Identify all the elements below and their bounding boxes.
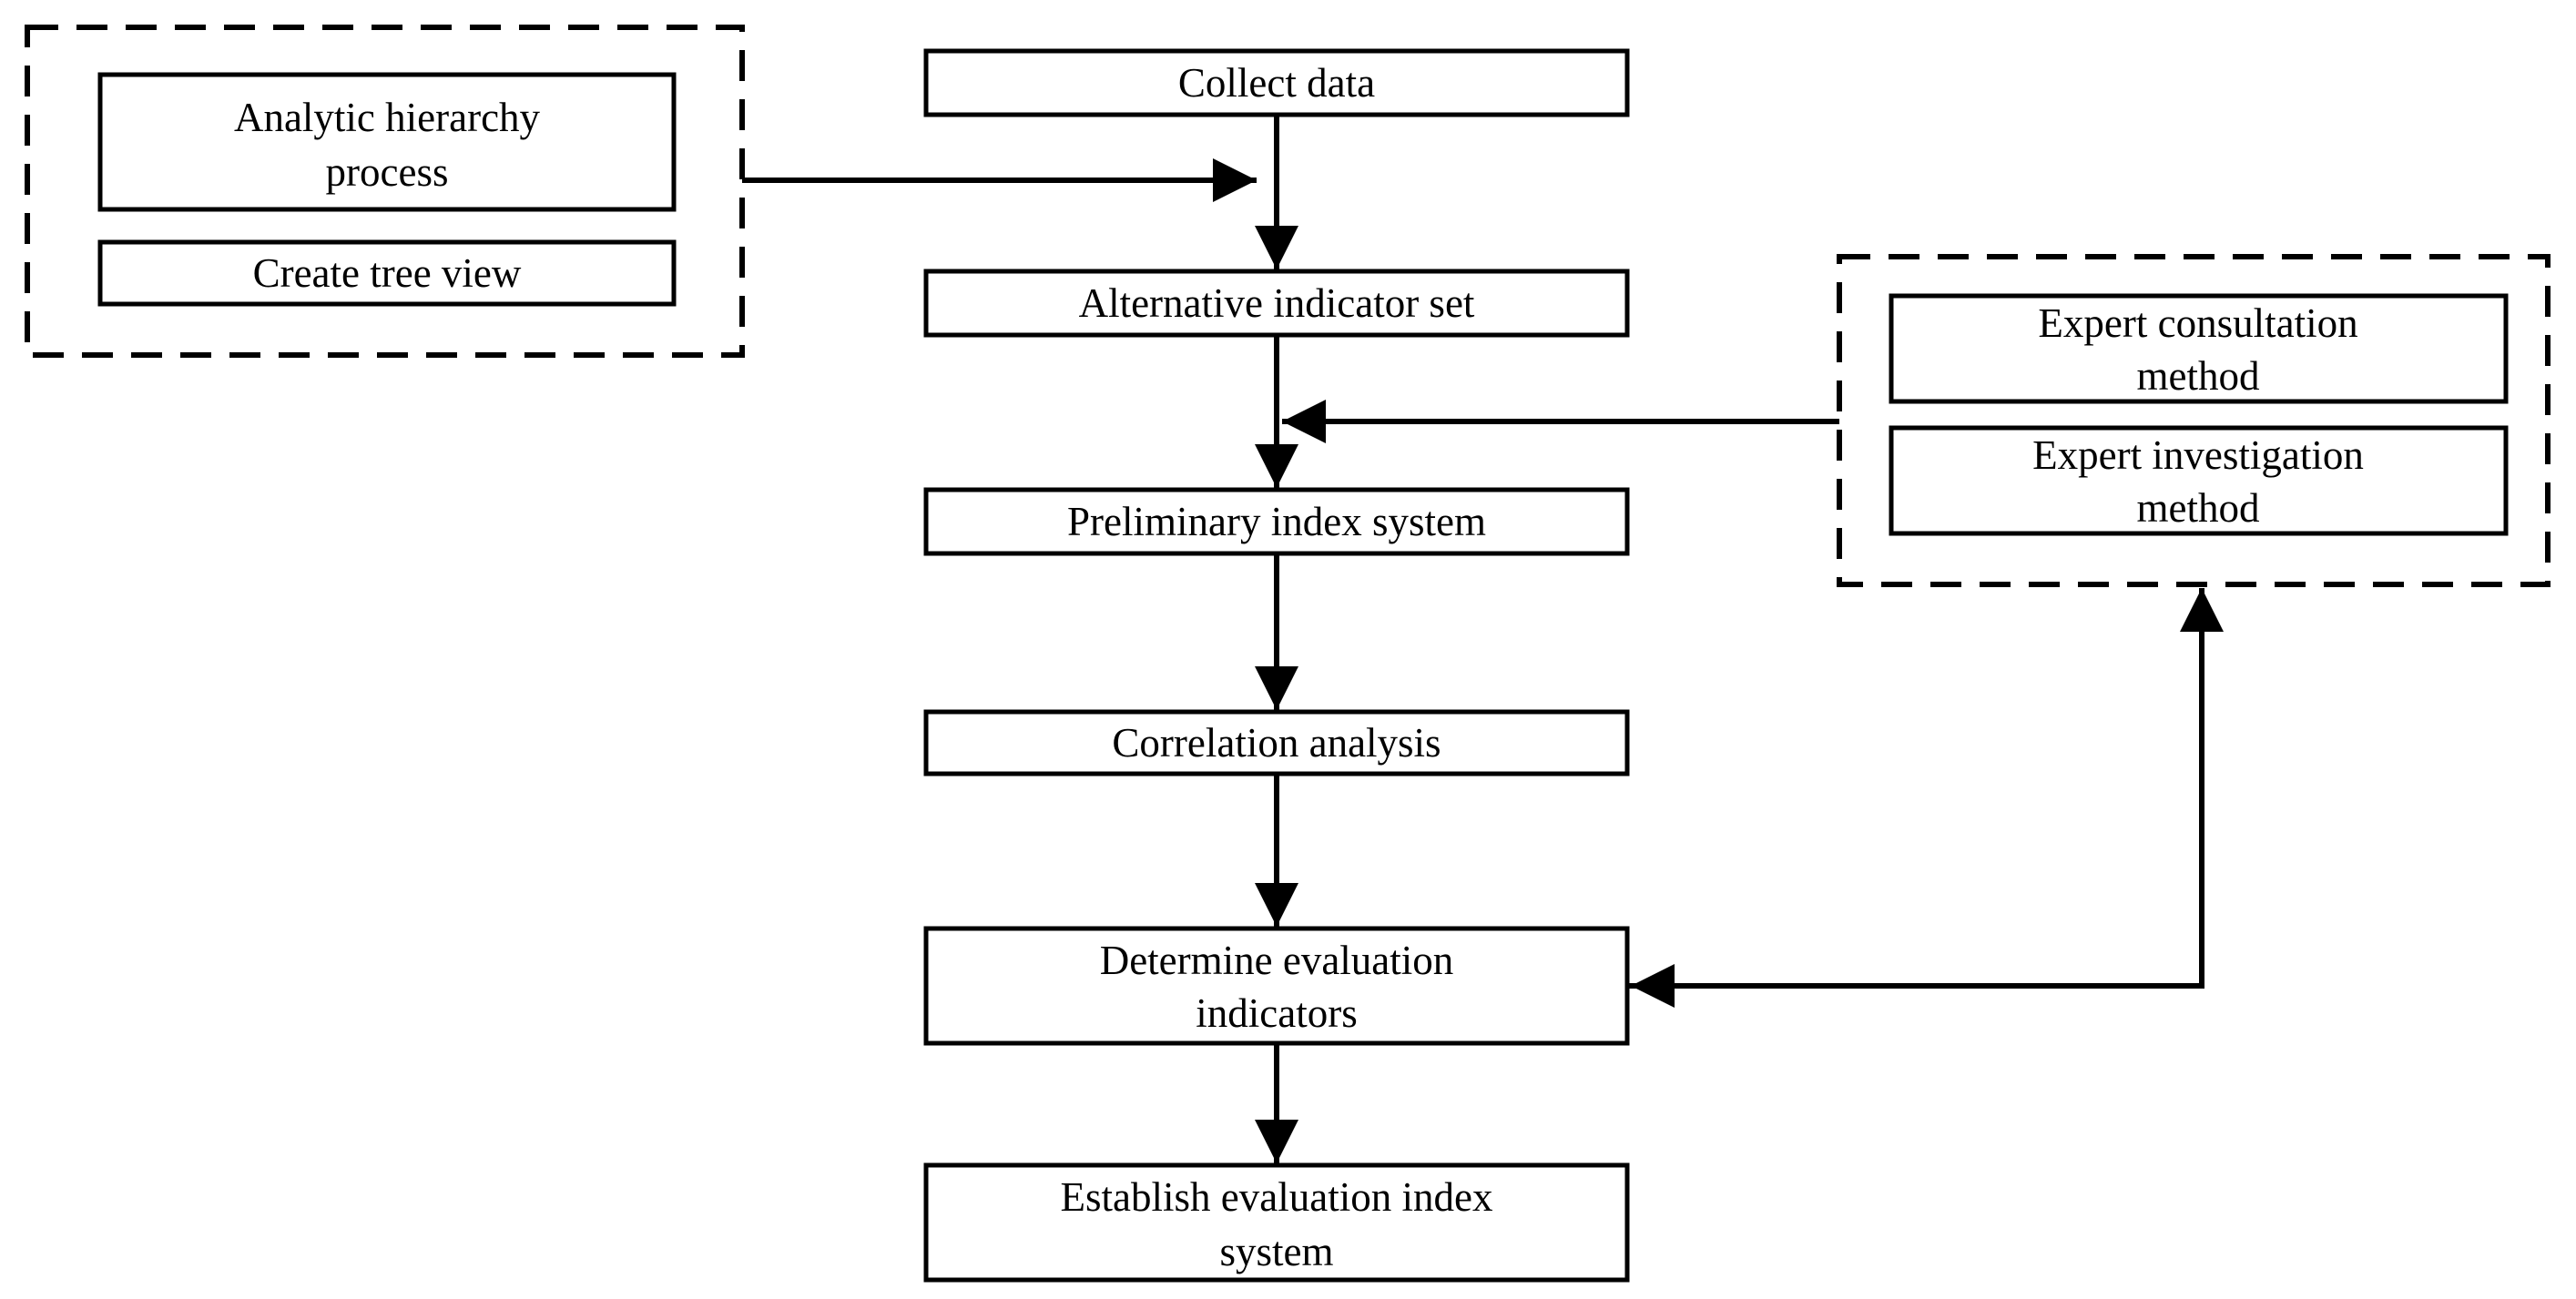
node-establish-evaluation-index-system: Establish evaluation index system	[923, 1162, 1630, 1283]
node-preliminary-index-system-label: Preliminary index system	[1067, 499, 1486, 544]
node-determine-evaluation-indicators-line-1: Determine evaluation	[1100, 938, 1454, 983]
node-establish-evaluation-index-system-line-2: system	[1219, 1229, 1333, 1274]
node-collect-data-label: Collect data	[1178, 60, 1375, 106]
node-create-tree-view-label: Create tree view	[253, 250, 522, 296]
right-method-group	[1837, 254, 2551, 587]
arrow-determine-to-right-group	[1629, 588, 2224, 989]
left-method-group	[25, 25, 745, 358]
node-alternative-indicator-set-label: Alternative indicator set	[1079, 280, 1475, 326]
node-collect-data: Collect data	[923, 48, 1630, 117]
node-expert-investigation-method-line-2: method	[2137, 485, 2260, 531]
node-determine-evaluation-indicators-line-2: indicators	[1196, 990, 1357, 1036]
node-correlation-analysis: Correlation analysis	[923, 709, 1630, 776]
node-expert-investigation-method-line-1: Expert investigation	[2032, 432, 2364, 478]
node-analytic-hierarchy-process-line-1: Analytic hierarchy	[234, 95, 541, 140]
node-analytic-hierarchy-process-line-2: process	[326, 149, 449, 195]
node-preliminary-index-system: Preliminary index system	[923, 487, 1630, 556]
node-alternative-indicator-set: Alternative indicator set	[923, 269, 1630, 338]
node-determine-evaluation-indicators: Determine evaluation indicators	[923, 926, 1630, 1046]
node-establish-evaluation-index-system-line-1: Establish evaluation index	[1061, 1174, 1493, 1220]
node-create-tree-view: Create tree view	[97, 239, 677, 307]
node-correlation-analysis-label: Correlation analysis	[1112, 720, 1441, 766]
node-expert-consultation-method-line-1: Expert consultation	[2038, 300, 2357, 346]
node-analytic-hierarchy-process: Analytic hierarchy process	[97, 72, 677, 212]
node-expert-consultation-method-line-2: method	[2137, 353, 2260, 399]
node-expert-investigation-method: Expert investigation method	[1889, 425, 2509, 536]
node-expert-consultation-method: Expert consultation method	[1889, 293, 2509, 404]
